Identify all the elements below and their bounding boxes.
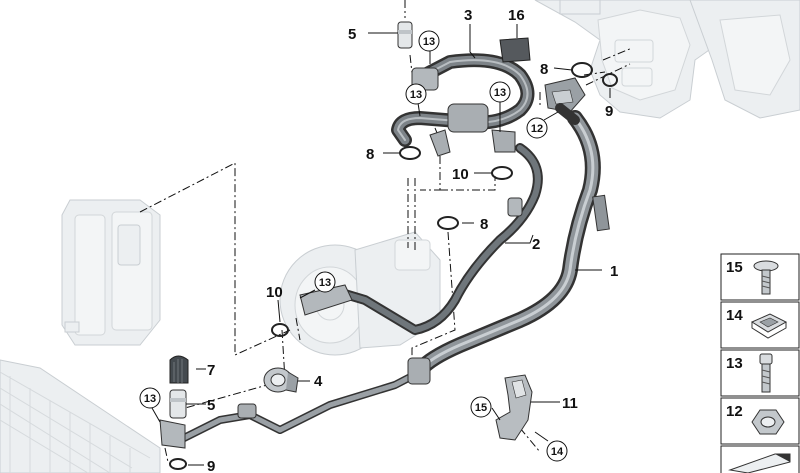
callout-labels: 1 2 3 4 5 5 7 8 8 8 9 9 10 10 11 16 [207, 7, 618, 473]
hose-1-suction-line [412, 110, 610, 378]
callout-3: 3 [464, 7, 472, 24]
svg-text:12: 12 [726, 403, 743, 420]
engine-block-ghost [534, 0, 800, 119]
svg-text:13: 13 [319, 277, 331, 289]
circled-callout-15: 15 [470, 396, 492, 418]
condenser-ghost [0, 359, 161, 473]
o-ring-8-middle [437, 216, 459, 230]
svg-text:13: 13 [410, 89, 422, 101]
svg-text:13: 13 [423, 36, 435, 48]
svg-text:12: 12 [531, 123, 543, 135]
callout-7: 7 [207, 362, 215, 379]
circled-callouts: 13 13 13 13 13 12 15 14 [139, 30, 568, 462]
callout-8-upper: 8 [540, 61, 548, 78]
callout-11: 11 [562, 395, 578, 412]
parts-table: 15 14 13 [720, 253, 800, 473]
circled-callout-13-left: 13 [405, 83, 427, 105]
o-ring-10-right [491, 166, 513, 180]
clip-nut-icon [750, 313, 788, 339]
fitting-4 [263, 367, 299, 393]
svg-text:14: 14 [551, 446, 564, 458]
parts-table-row-12: 12 [720, 397, 800, 445]
hose-1-lower-pipe [176, 357, 431, 444]
o-ring-10-left [271, 323, 289, 337]
torx-bolt-icon [753, 260, 779, 295]
screw-icon [759, 353, 773, 393]
circled-callout-13-right: 13 [489, 81, 511, 103]
o-ring-9-upper [602, 73, 618, 87]
svg-text:15: 15 [475, 402, 487, 414]
evaporator-ghost [61, 199, 161, 346]
parts-table-row-13: 13 [720, 349, 800, 397]
callout-1: 1 [610, 263, 618, 280]
callout-16: 16 [508, 7, 525, 24]
hose-2-pressure-line [299, 143, 543, 335]
callout-9-lower: 9 [207, 458, 215, 473]
callout-2: 2 [532, 236, 540, 253]
upper-connector-block [544, 77, 586, 125]
circled-callout-12: 12 [526, 117, 548, 139]
svg-text:13: 13 [144, 393, 156, 405]
svg-text:14: 14 [726, 307, 743, 324]
bracket-11 [495, 374, 533, 441]
callout-9-upper: 9 [605, 103, 613, 120]
callout-8-middle: 8 [480, 216, 488, 233]
svg-text:13: 13 [726, 355, 743, 372]
callout-10-left: 10 [266, 284, 283, 301]
compressor-ghost [279, 231, 441, 356]
callout-4: 4 [314, 373, 323, 390]
callout-5-lower: 5 [207, 397, 215, 414]
o-ring-8-upper [571, 62, 593, 78]
circled-callout-14: 14 [546, 440, 568, 462]
hex-nut-icon [751, 409, 785, 435]
o-ring-9-lower [169, 458, 187, 470]
valve-cap-7 [169, 355, 189, 384]
hose-3-upper-line [391, 53, 535, 157]
valve-5-lower [169, 389, 187, 419]
callout-5-upper: 5 [348, 26, 356, 43]
circled-callout-13-lower: 13 [139, 387, 161, 409]
parts-table-row-14: 14 [720, 301, 800, 349]
svg-text:15: 15 [726, 259, 743, 276]
leader-lines [151, 24, 611, 466]
o-ring-8-left [399, 146, 421, 160]
callout-10-right: 10 [452, 166, 469, 183]
svg-text:13: 13 [494, 87, 506, 99]
parts-table-row-15: 15 [720, 253, 800, 301]
circled-callout-13-top: 13 [418, 30, 440, 52]
parts-table-footer [720, 445, 800, 473]
circled-callout-13-compressor: 13 [314, 271, 336, 293]
lower-left-fitting [159, 419, 186, 449]
pad-16 [499, 37, 531, 63]
callout-8-left: 8 [366, 146, 374, 163]
valve-5-upper [397, 21, 413, 49]
assembly-lines [139, 0, 633, 463]
